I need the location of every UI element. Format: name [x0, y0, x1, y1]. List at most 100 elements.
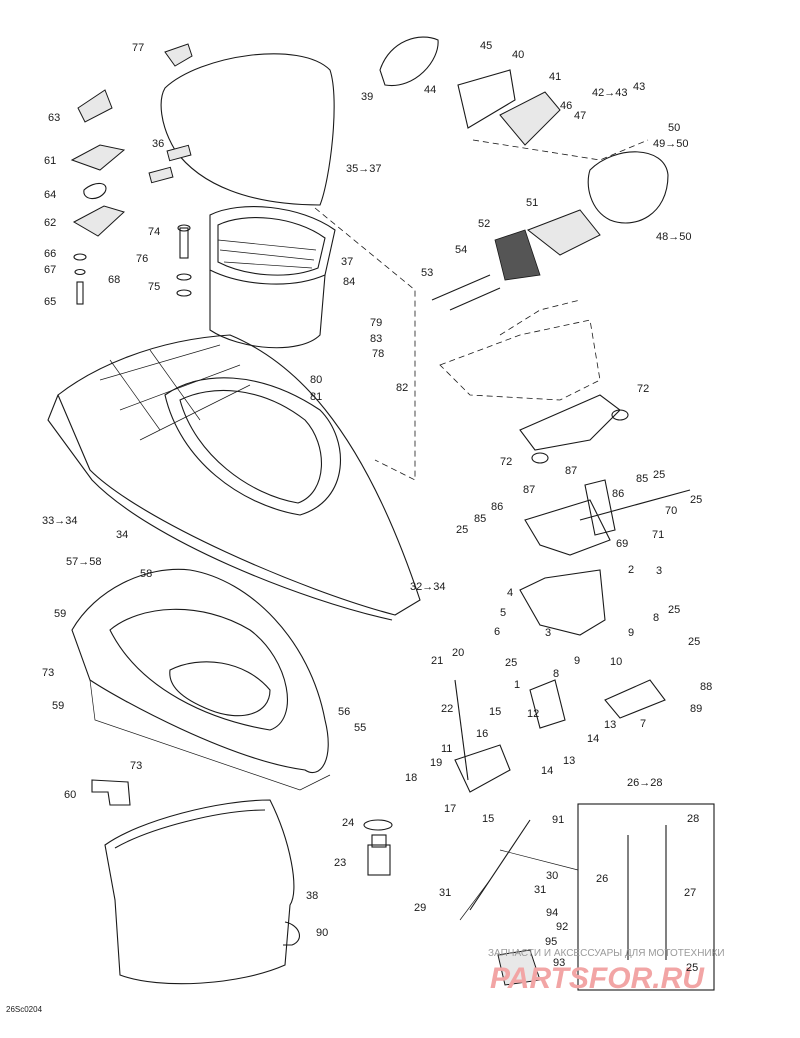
callout-label: 76	[136, 253, 148, 265]
callout-label: 40	[512, 49, 524, 61]
callout-label: 33→34	[42, 515, 77, 527]
bolts-53-54	[431, 274, 501, 311]
callout-label: 68	[108, 274, 120, 286]
callout-label: 90	[316, 927, 328, 939]
callout-label: 60	[64, 789, 76, 801]
callout-label: 86	[491, 501, 503, 513]
clip-77	[164, 43, 193, 67]
callout-label: 19	[430, 757, 442, 769]
callout-label: 9	[574, 655, 580, 667]
bracket-4	[519, 569, 606, 636]
callout-label: 25	[688, 636, 700, 648]
callout-label: 59	[54, 608, 66, 620]
callout-label: 83	[370, 333, 382, 345]
bracket-60	[91, 779, 131, 806]
watermark: ЗАПЧАСТИ И АКСЕССУАРЫ ДЛЯ МОТОТЕХНИКИ PA…	[488, 948, 725, 995]
bolt-74-76	[176, 224, 192, 297]
callout-label: 81	[310, 391, 322, 403]
callout-label: 78	[372, 348, 384, 360]
callout-label: 49→50	[653, 138, 688, 150]
callout-label: 35→37	[346, 163, 381, 175]
callout-label: 28	[687, 813, 699, 825]
lower-body-pan	[71, 568, 331, 791]
callout-label: 47	[574, 110, 586, 122]
callout-label: 10	[610, 656, 622, 668]
gas-strut-main	[459, 819, 531, 921]
windshield-cover	[160, 53, 335, 206]
callout-label: 53	[421, 267, 433, 279]
callout-label: 38	[306, 890, 318, 902]
rod-20	[454, 679, 511, 793]
callout-label: 37	[341, 256, 353, 268]
housing-48-50	[587, 151, 669, 224]
callout-label: 16	[476, 728, 488, 740]
mirror-39	[379, 36, 439, 87]
callout-label: 25	[686, 962, 698, 974]
callout-label: 87	[523, 484, 535, 496]
callout-label: 5	[500, 607, 506, 619]
callout-label: 73	[130, 760, 142, 772]
callout-label: 13	[563, 755, 575, 767]
callout-label: 3	[656, 565, 662, 577]
callout-label: 48→50	[656, 231, 691, 243]
callout-label: 91	[552, 814, 564, 826]
callout-label: 59	[52, 700, 64, 712]
callout-label: 75	[148, 281, 160, 293]
callout-label: 80	[310, 374, 322, 386]
callout-label: 18	[405, 772, 417, 784]
callout-label: 25	[668, 604, 680, 616]
callout-label: 87	[565, 465, 577, 477]
callout-label: 2	[628, 564, 634, 576]
callout-label: 85	[636, 473, 648, 485]
callout-label: 42→43	[592, 87, 627, 99]
callout-label: 94	[546, 907, 558, 919]
callout-label: 34	[116, 529, 128, 541]
callout-label: 64	[44, 189, 56, 201]
callout-label: 30	[546, 870, 558, 882]
callout-label: 84	[343, 276, 355, 288]
callout-label: 62	[44, 217, 56, 229]
callout-label: 9	[628, 627, 634, 639]
callout-label: 72	[637, 383, 649, 395]
callout-label: 55	[354, 722, 366, 734]
callout-label: 23	[334, 857, 346, 869]
callout-label: 25	[690, 494, 702, 506]
callout-label: 22	[441, 703, 453, 715]
diagram-id: 26Sc0204	[6, 1005, 43, 1014]
callout-label: 85	[474, 513, 486, 525]
watermark-text: ЗАПЧАСТИ И АКСЕССУАРЫ ДЛЯ МОТОТЕХНИКИ	[488, 948, 725, 959]
callout-label: 93	[553, 957, 565, 969]
callout-label: 70	[665, 505, 677, 517]
callout-label: 14	[587, 733, 599, 745]
callout-label: 39	[361, 91, 373, 103]
callout-label: 56	[338, 706, 350, 718]
callout-label: 77	[132, 42, 144, 54]
link-1	[529, 679, 566, 729]
callout-label: 57→58	[66, 556, 101, 568]
fitting-23	[367, 834, 391, 876]
storage-bin-38	[104, 799, 295, 985]
callout-label: 27	[684, 887, 696, 899]
callout-label: 65	[44, 296, 56, 308]
callout-label: 25	[653, 469, 665, 481]
callout-label: 29	[414, 902, 426, 914]
callout-label: 86	[612, 488, 624, 500]
callout-label: 11	[441, 743, 452, 755]
callout-label: 88	[700, 681, 712, 693]
handle-90	[283, 921, 300, 946]
callout-label: 61	[44, 155, 56, 167]
callout-label: 43	[633, 81, 645, 93]
callout-label: 46	[560, 100, 572, 112]
steering-arm-69	[524, 479, 691, 556]
callout-label: 41	[549, 71, 561, 83]
steering-support	[439, 299, 629, 464]
callout-label: 26	[596, 873, 608, 885]
callout-label: 89	[690, 703, 702, 715]
bracket-52	[494, 229, 541, 281]
callout-label: 71	[652, 529, 664, 541]
callout-label: 8	[653, 612, 659, 624]
callout-label: 31	[439, 887, 451, 899]
callout-label: 15	[482, 813, 494, 825]
callout-label: 74	[148, 226, 160, 238]
